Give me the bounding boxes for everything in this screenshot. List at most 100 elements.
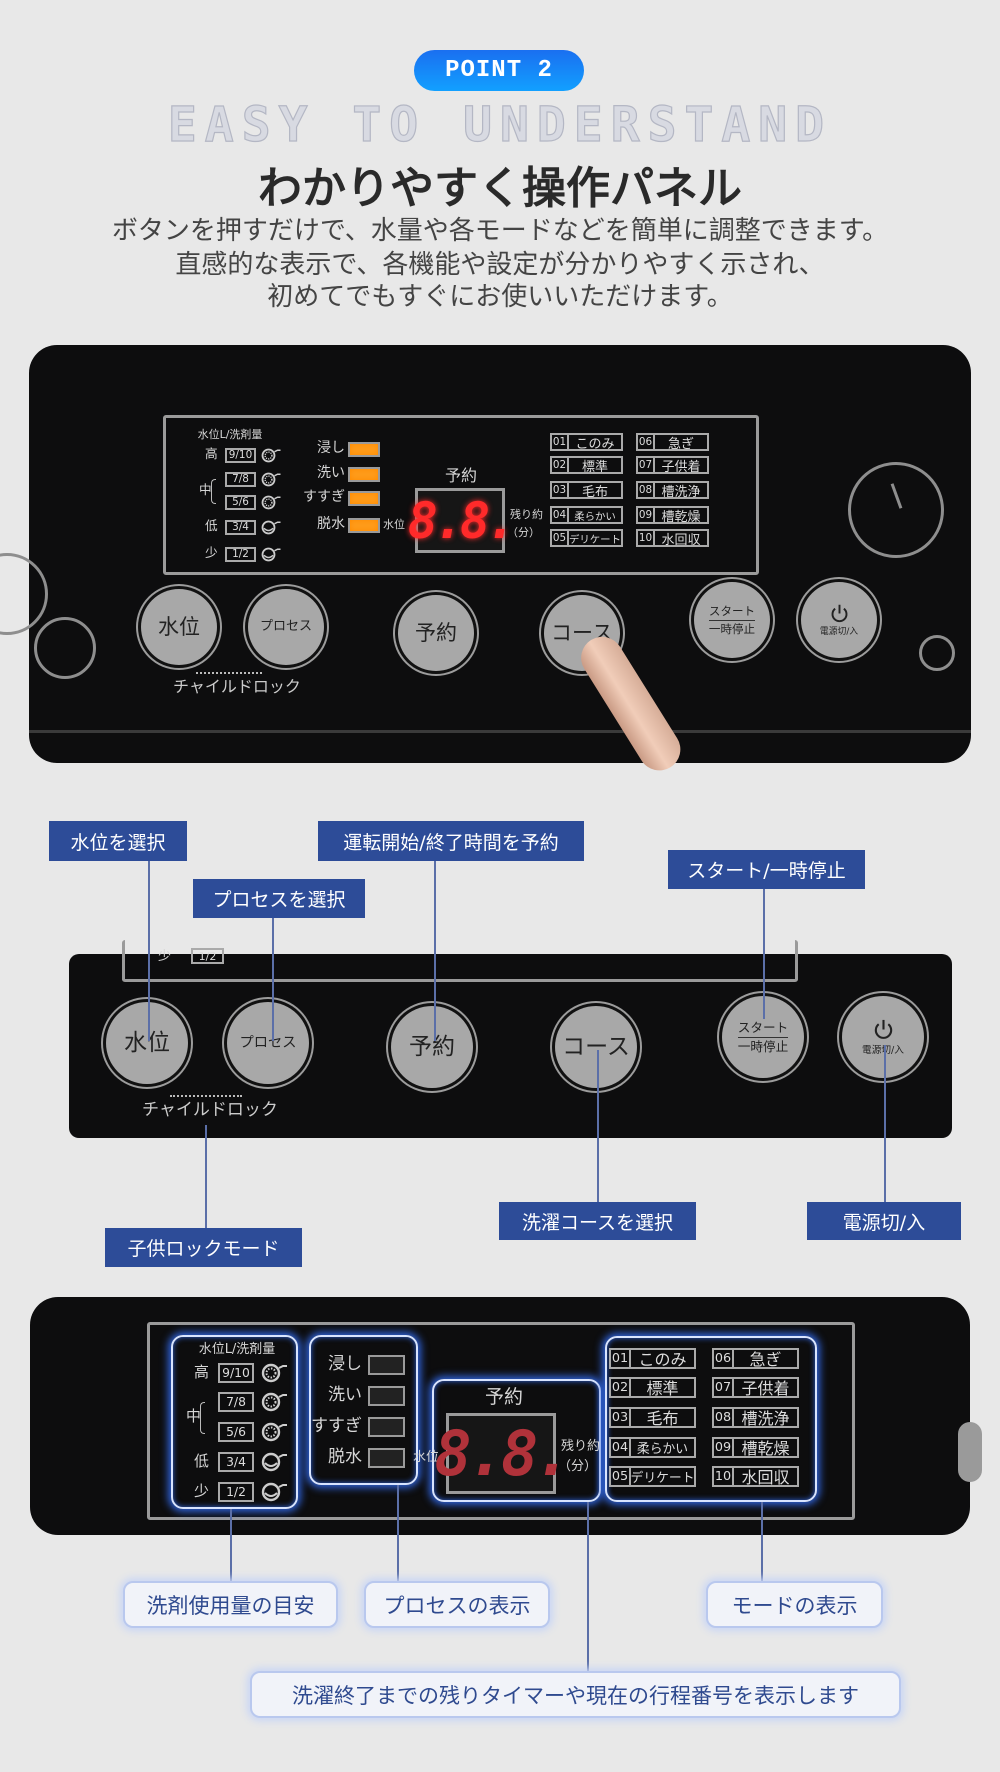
description-line: 初めてでもすぐにお使いいただけます。 <box>267 282 733 312</box>
mode-number: 07 <box>636 456 655 474</box>
water-level-value: 5/6 <box>218 1422 254 1442</box>
water-level-button[interactable]: 水位 <box>106 1002 188 1084</box>
process-button[interactable]: プロセス <box>248 589 324 665</box>
detergent-icon <box>261 1422 291 1442</box>
mode-label: 子供着 <box>734 1376 799 1398</box>
reserve-button[interactable]: 予約 <box>391 1006 473 1088</box>
process-label: 洗い <box>328 1384 362 1405</box>
small-ring <box>919 635 955 671</box>
callout-line <box>434 861 436 1041</box>
process-indicator-light <box>368 1355 405 1375</box>
display-frame <box>147 1322 855 1520</box>
mode-label: 槽乾燥 <box>734 1436 799 1458</box>
process-indicator-light <box>368 1448 405 1468</box>
start-label: スタート <box>737 1021 789 1038</box>
highlight-process <box>309 1335 418 1485</box>
water-level-value: 3/4 <box>218 1452 254 1472</box>
power-icon <box>872 1018 895 1046</box>
process-label: 脱水 <box>328 1446 362 1467</box>
power-label: 電源切/入 <box>819 626 859 637</box>
mode-number: 09 <box>636 506 655 524</box>
callout-process-display: プロセスの表示 <box>364 1581 550 1628</box>
mode-label: 毛布 <box>569 481 623 499</box>
remaining-label: 残り約 <box>561 1438 601 1454</box>
callout-reserve: 運転開始/終了時間を予約 <box>318 821 584 861</box>
side-knob <box>958 1422 982 1482</box>
child-lock-dots <box>196 672 262 674</box>
process-button[interactable]: プロセス <box>227 1002 309 1084</box>
water-level-label: 高 <box>205 446 218 462</box>
callout-course: 洗濯コースを選択 <box>499 1202 696 1240</box>
child-lock-dots <box>170 1095 242 1097</box>
power-label: 電源切/入 <box>862 1045 904 1056</box>
water-level-label: 少 <box>205 545 218 561</box>
mode-label: 標準 <box>631 1376 696 1398</box>
callout-line <box>587 1502 589 1671</box>
mode-number: 03 <box>609 1406 631 1428</box>
process-label: すすぎ <box>311 1415 362 1436</box>
detergent-icon <box>261 495 284 510</box>
callout-timer: 洗濯終了までの残りタイマーや現在の行程番号を表示します <box>250 1671 901 1718</box>
mode-number: 02 <box>609 1376 631 1398</box>
left-ring <box>34 617 96 679</box>
water-level-value: 9/10 <box>225 447 256 463</box>
callout-process: プロセスを選択 <box>193 879 365 918</box>
start-pause-button[interactable]: スタート一時停止 <box>694 582 770 658</box>
water-level-value: 5/6 <box>225 494 256 510</box>
process-label: 脱水 <box>317 516 345 533</box>
mode-label: 子供着 <box>655 456 709 474</box>
process-indicator-light <box>348 517 380 533</box>
background-text: EASY TO UNDERSTAND <box>167 96 833 153</box>
power-icon <box>829 603 850 628</box>
water-level-label: 少 <box>194 1482 209 1501</box>
process-label: すすぎ <box>303 489 345 506</box>
reserve-label: 予約 <box>484 1385 524 1408</box>
power-button[interactable]: 電源切/入 <box>842 996 924 1078</box>
pause-label: 一時停止 <box>737 1038 789 1054</box>
water-level-value: 3/4 <box>225 519 256 535</box>
water-level-button[interactable]: 水位 <box>141 589 217 665</box>
callout-line <box>761 1502 763 1581</box>
mode-number: 10 <box>636 529 655 547</box>
description-line: ボタンを押すだけで、水量や各モードなどを簡単に調整できます。 <box>111 216 889 246</box>
mode-number: 05 <box>609 1465 631 1487</box>
mode-number: 02 <box>550 456 569 474</box>
detergent-icon <box>261 520 284 535</box>
mode-number: 06 <box>636 433 655 451</box>
water-level-value: 9/10 <box>218 1363 254 1383</box>
course-button[interactable]: コース <box>555 1006 637 1088</box>
start-pause-button[interactable]: スタート一時停止 <box>722 996 804 1078</box>
timer-display: 8.8. <box>408 488 516 553</box>
detergent-icon <box>261 472 284 487</box>
water-level-label: 低 <box>194 1452 209 1471</box>
reserve-button[interactable]: 予約 <box>398 595 474 671</box>
power-button[interactable]: 電源切/入 <box>801 582 877 658</box>
water-level-value: 7/8 <box>225 471 256 487</box>
highlight-detergent <box>171 1335 298 1509</box>
detergent-icon <box>261 547 284 562</box>
display-frame-partial <box>122 940 798 982</box>
mode-number: 07 <box>712 1376 734 1398</box>
mode-number: 09 <box>712 1436 734 1458</box>
process-indicator-light <box>368 1417 405 1437</box>
mode-number: 03 <box>550 481 569 499</box>
highlight-modes <box>605 1336 817 1502</box>
water-level-label: 高 <box>194 1363 209 1382</box>
mode-number: 10 <box>712 1465 734 1487</box>
process-label: 浸し <box>328 1353 362 1374</box>
water-level-value: 7/8 <box>218 1392 254 1412</box>
water-level-label: 少 <box>158 949 172 964</box>
